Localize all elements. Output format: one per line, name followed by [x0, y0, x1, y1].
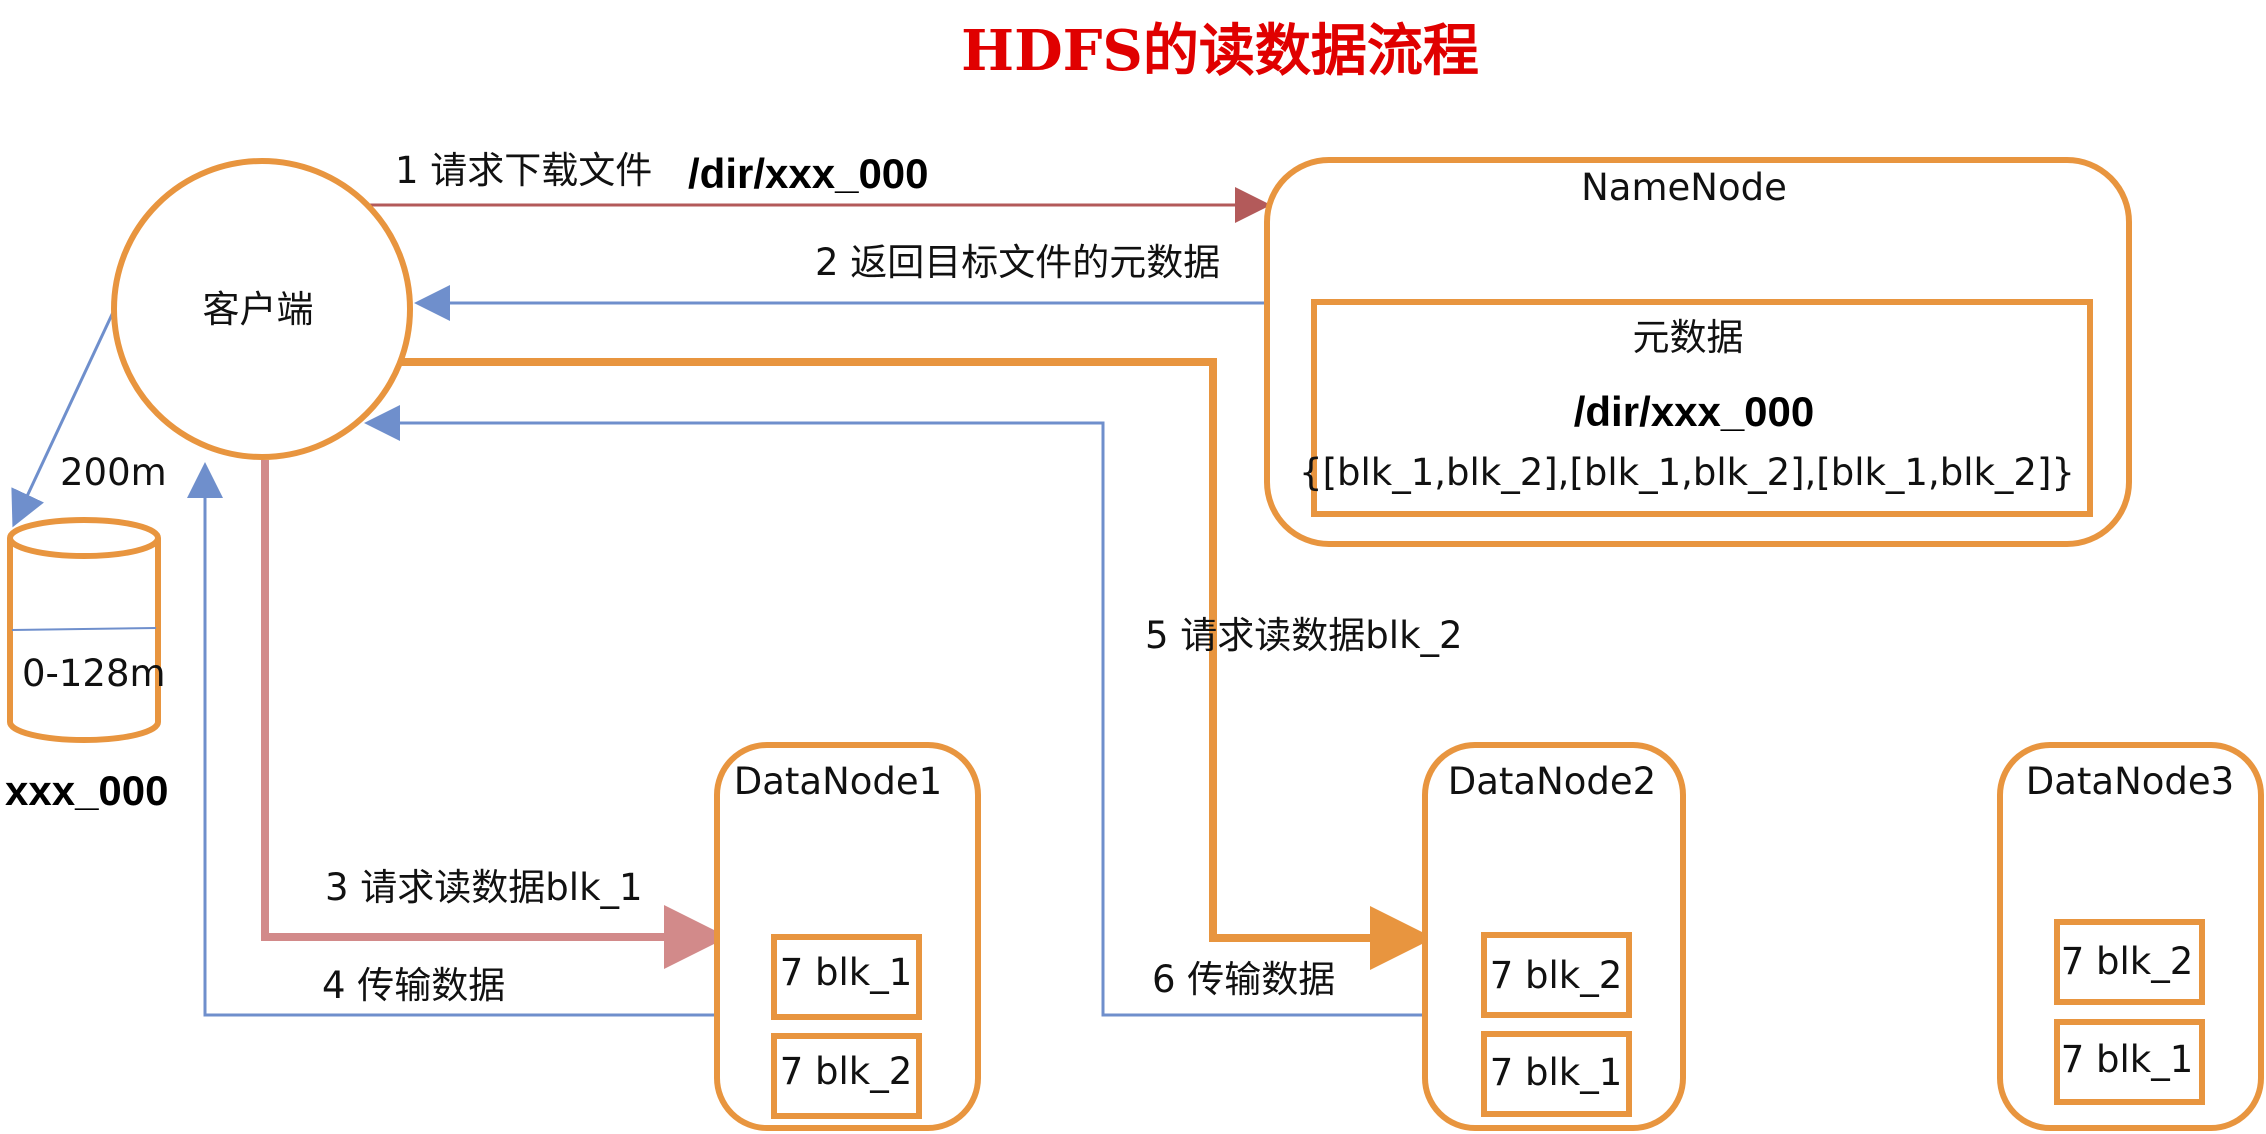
arrow-read-blk2: [398, 358, 1434, 970]
datanode3-block-1: [2054, 919, 2205, 1005]
datanode3-block-2: [2054, 1019, 2205, 1105]
arrow-transfer-data-2: [364, 405, 1423, 1017]
datanode2-block-1: [1481, 932, 1632, 1018]
client-label: 客户端: [203, 288, 314, 331]
metadata-path: /dir/xxx_000: [1574, 388, 1815, 435]
datanode1-block-1: [771, 934, 922, 1020]
metadata-blocks: {[blk_1,blk_2],[blk_1,blk_2],[blk_1,blk_…: [1299, 451, 2075, 494]
datanode1-block-2: [771, 1033, 922, 1119]
disk-size-label: 200m: [60, 451, 167, 494]
datanode3-label: DataNode3: [2026, 760, 2234, 803]
datanode2-label: DataNode2: [1448, 760, 1656, 803]
datanode2-block-1-label: 7 blk_2: [1490, 954, 1623, 997]
step3-label: 3 请求读数据blk_1: [325, 866, 643, 909]
namenode-label: NameNode: [1581, 166, 1787, 209]
arrow-read-blk1: [261, 460, 728, 969]
datanode1-block-2-label: 7 blk_2: [780, 1050, 913, 1093]
datanode2-block-2: [1481, 1031, 1632, 1117]
datanode1-label: DataNode1: [734, 760, 942, 803]
datanode1-block-1-label: 7 blk_1: [780, 951, 913, 994]
datanode3-block-2-label: 7 blk_1: [2061, 1038, 2194, 1081]
step6-label: 6 传输数据: [1152, 958, 1335, 1001]
disk-cylinder: [7, 517, 161, 743]
disk-file-label: xxx_000: [5, 767, 169, 814]
client-node: [111, 158, 413, 460]
datanode3-block-1-label: 7 blk_2: [2061, 940, 2194, 983]
metadata-title: 元数据: [1633, 316, 1744, 359]
step5-label: 5 请求读数据blk_2: [1145, 614, 1463, 657]
metadata-box: [1311, 299, 2093, 517]
disk-range-label: 0-128m: [22, 652, 166, 695]
step2-label: 2 返回目标文件的元数据: [815, 241, 1220, 284]
datanode2-block-2-label: 7 blk_1: [1490, 1051, 1623, 1094]
arrow-transfer-data-1: [187, 462, 716, 1017]
step4-label: 4 传输数据: [322, 964, 505, 1007]
step1-label: 1 请求下载文件: [395, 149, 652, 192]
diagram-title: HDFS的读数据流程: [961, 18, 1479, 84]
step1-path: /dir/xxx_000: [688, 150, 929, 197]
arrow-write-disk: [11, 307, 117, 528]
